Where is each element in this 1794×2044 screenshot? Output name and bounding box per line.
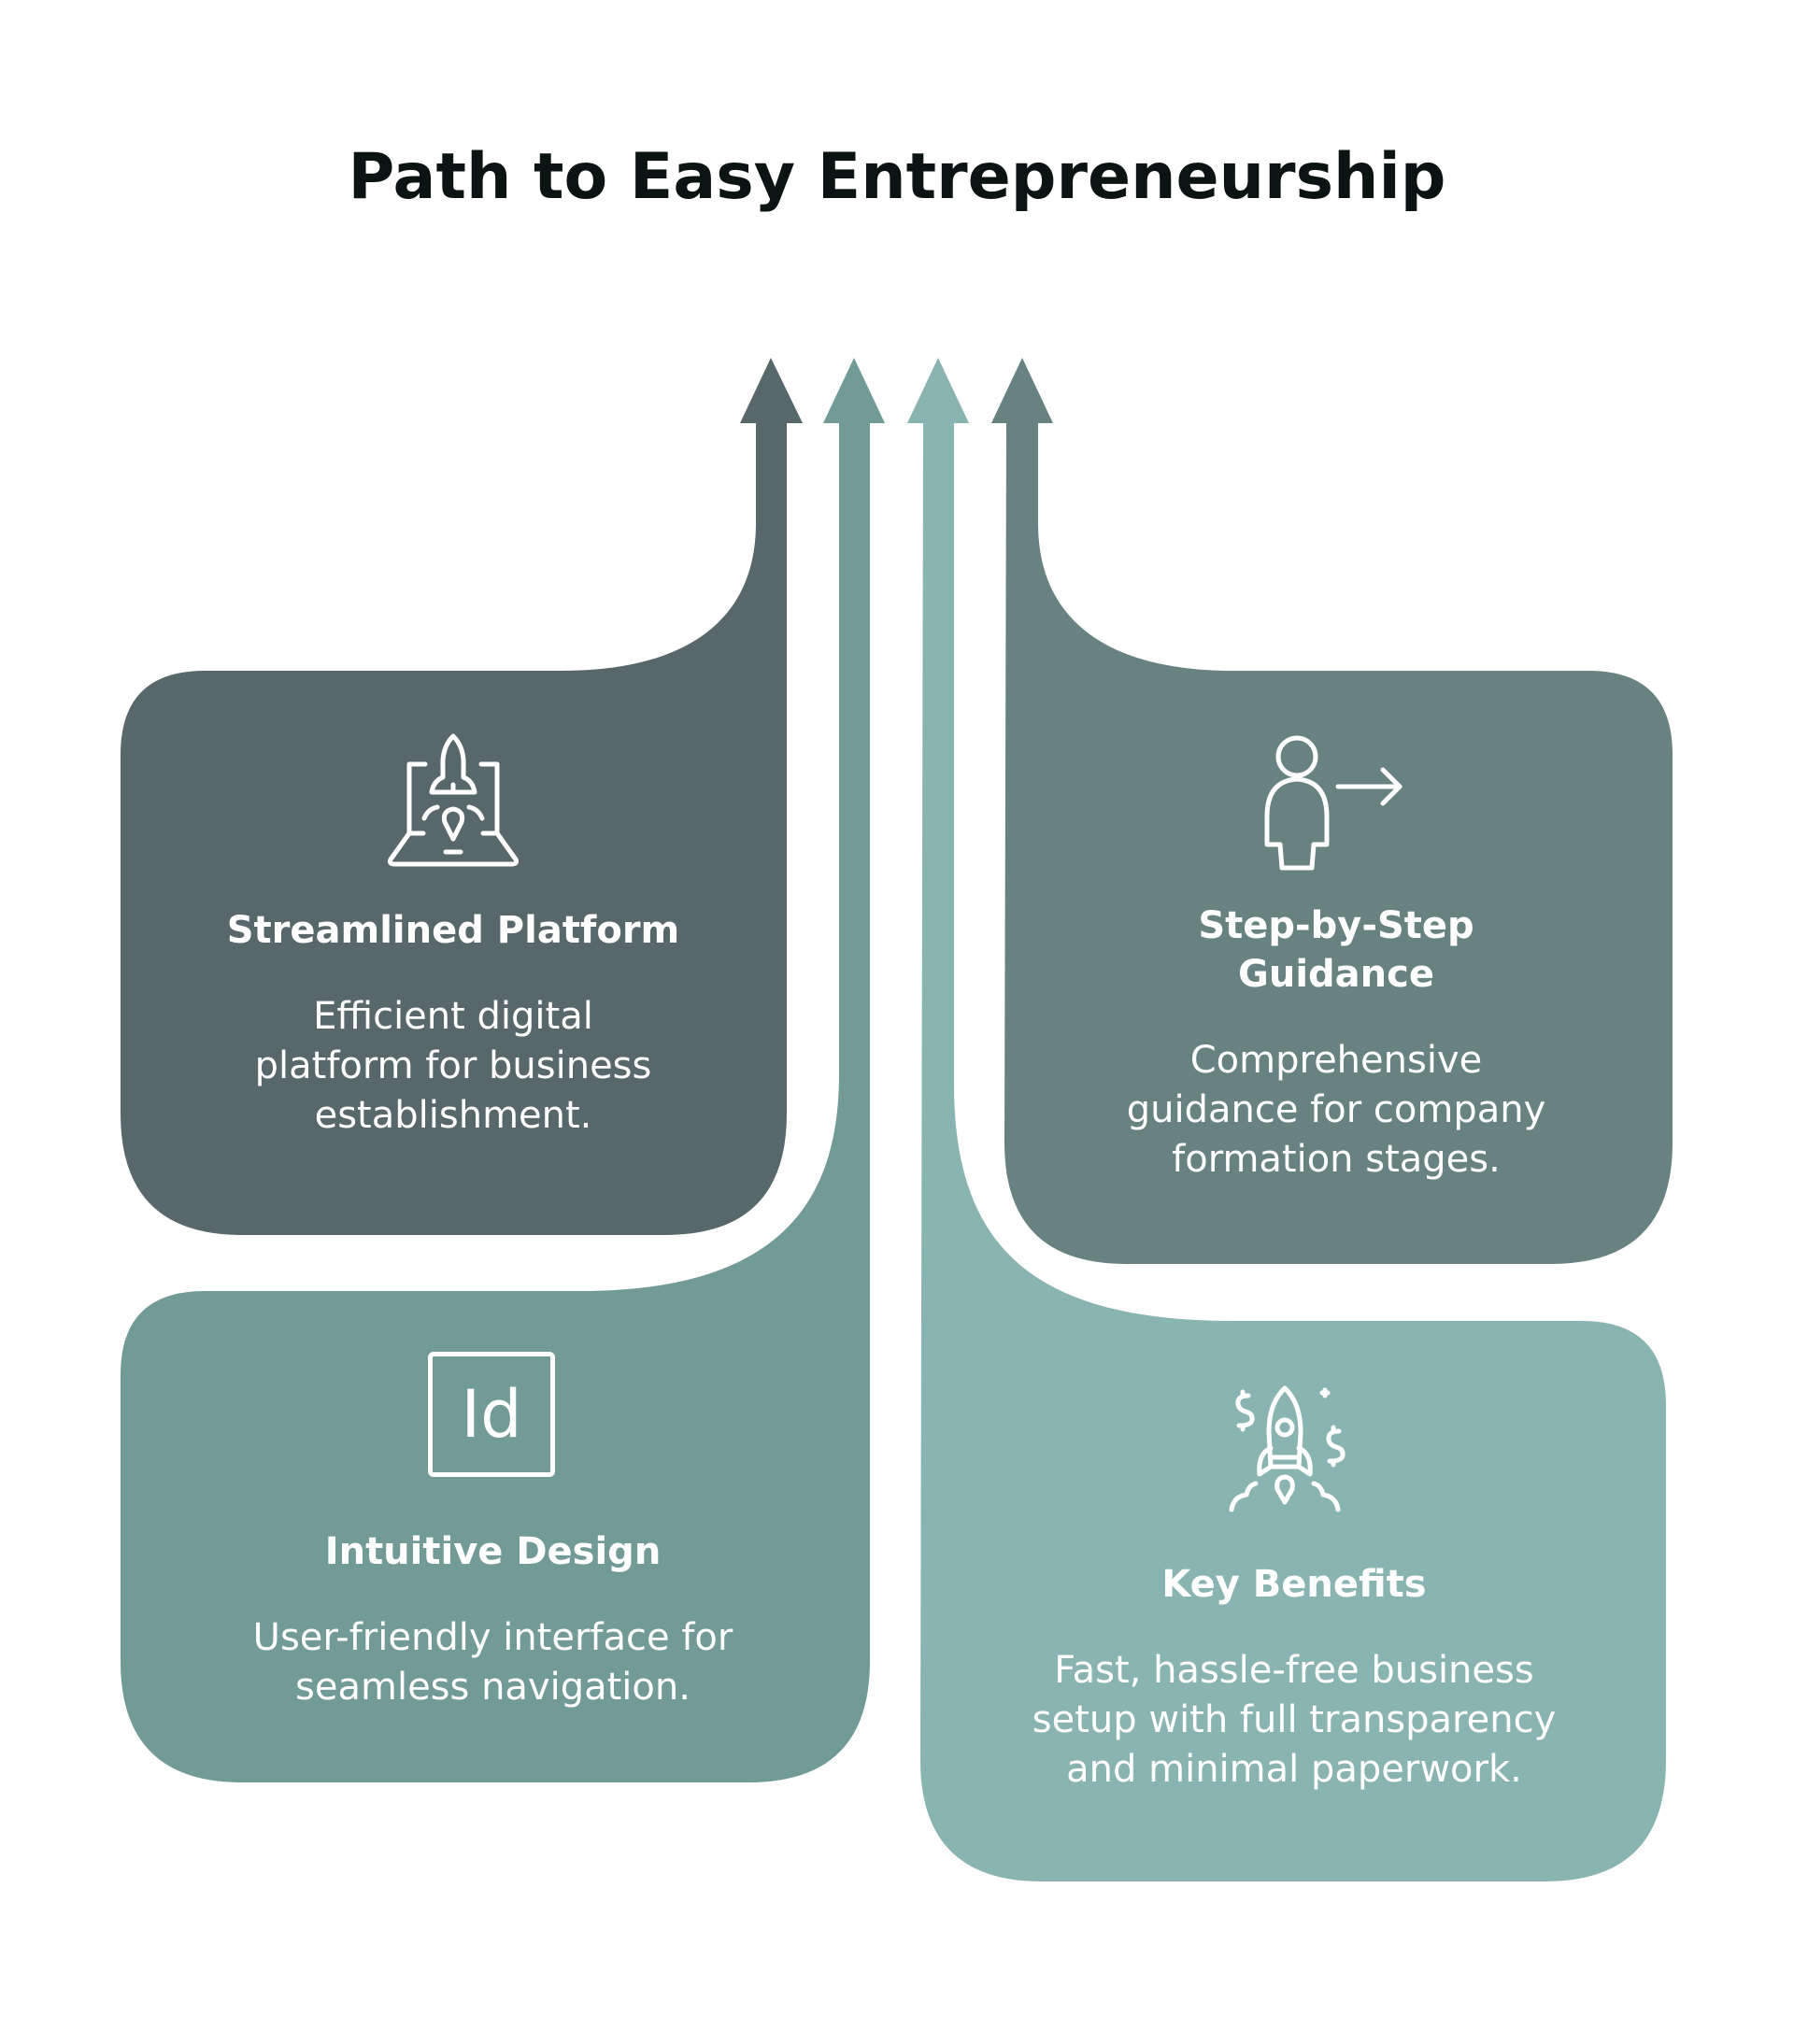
card-description: Fast, hassle-free business setup with fu… <box>939 1646 1649 1795</box>
arrow-shape-guidance <box>991 358 1673 1264</box>
description-line: Fast, hassle-free business <box>1054 1649 1534 1692</box>
arrow-shape-benefits <box>907 358 1666 1881</box>
description-line: setup with full transparency <box>1032 1698 1557 1741</box>
card-description: Comprehensive guidance for company forma… <box>1018 1036 1654 1185</box>
card-title-line: Guidance <box>1238 953 1434 996</box>
arrow-shape-intuitive <box>121 358 885 1782</box>
card-key-benefits: Key Benefits Fast, hassle-free business … <box>939 1560 1649 1795</box>
card-description: User-friendly interface for seamless nav… <box>140 1613 846 1712</box>
arrow-shape-streamlined <box>121 358 803 1235</box>
description-line: seamless navigation. <box>295 1666 691 1709</box>
card-description: Efficient digital platform for business … <box>140 992 766 1141</box>
description-line: platform for business <box>254 1044 652 1087</box>
card-title: Intuitive Design <box>324 1530 662 1573</box>
id-box-icon: Id <box>428 1352 555 1477</box>
description-line: establishment. <box>314 1094 592 1137</box>
description-line: and minimal paperwork. <box>1066 1748 1522 1791</box>
id-box-icon-text: Id <box>461 1376 522 1453</box>
laptop-rocket-icon <box>388 733 519 867</box>
card-streamlined-platform: Streamlined Platform Efficient digital p… <box>140 906 766 1141</box>
description-line: Efficient digital <box>313 995 593 1038</box>
description-line: formation stages. <box>1172 1138 1501 1181</box>
rocket-dollar-icon <box>1229 1385 1346 1512</box>
page-title: Path to Easy Entrepreneurship <box>348 140 1446 214</box>
card-title-line: Step-by-Step <box>1198 904 1474 947</box>
description-line: User-friendly interface for <box>252 1616 733 1659</box>
person-arrow-icon <box>1264 735 1402 871</box>
card-title: Streamlined Platform <box>226 909 680 952</box>
description-line: Comprehensive <box>1189 1039 1483 1082</box>
card-intuitive-design: Intuitive Design User-friendly interface… <box>140 1527 846 1712</box>
description-line: guidance for company <box>1126 1088 1546 1131</box>
card-title: Step-by-Step Guidance <box>1018 901 1654 999</box>
card-title: Key Benefits <box>1161 1563 1427 1606</box>
card-step-by-step-guidance: Step-by-Step Guidance Comprehensive guid… <box>1018 901 1654 1185</box>
